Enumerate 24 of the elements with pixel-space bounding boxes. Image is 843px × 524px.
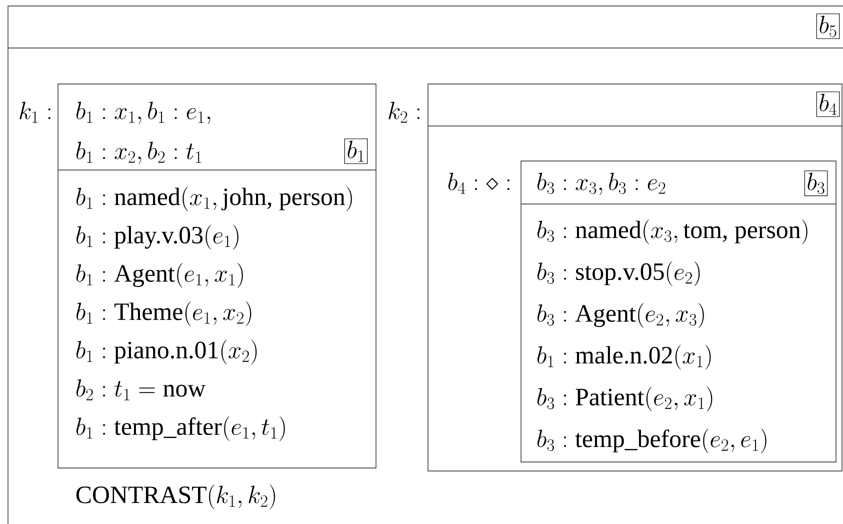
box-tag: $b_4$ <box>816 91 840 118</box>
referent-text: $b_3 : x_3, b_3 : e_2$ <box>537 172 666 195</box>
condition-text: $b_3 : \text{stop.v.05}(e_2)$ <box>537 261 700 286</box>
referent-text: $b_1 : x_2, b_2 : t_1$ <box>76 142 202 164</box>
condition-text: $b_3 : \text{Patient}(e_2, x_1)$ <box>537 386 712 412</box>
condition-text: $b_1 : \text{piano.n.01}(x_2)$ <box>76 340 257 364</box>
condition-text: $b_2 : t_1 = \text{now}$ <box>76 379 206 400</box>
condition-text: $b_1 : \text{Agent}(e_1, x_1)$ <box>76 263 243 288</box>
condition-text: $b_3 : \text{Agent}(e_2, x_3)$ <box>537 303 704 328</box>
box-prefix-label: $b_4 : \diamond :$ <box>448 172 510 194</box>
condition-text: $b_3 : \text{named}(x_3, \text{tom, person})$ <box>537 219 808 244</box>
box-prefix-label: $k_1 :$ <box>20 102 50 123</box>
condition-text: $b_1 : \text{temp\_after}(e_1,t_1)$ <box>76 416 285 441</box>
box-tag: $b_5$ <box>816 13 840 40</box>
condition-text: $b_1 : \text{Theme}(e_1, x_2)$ <box>76 301 252 326</box>
condition-text: $b_1 : \text{play.v.03}(e_1)$ <box>76 224 238 250</box>
referent-text: $b_1 : x_1, b_1 : e_1,$ <box>76 102 210 124</box>
condition-text: $\text{CONTRAST}(k_1, k_2)$ <box>76 484 276 510</box>
box-prefix-label: $k_2 :$ <box>388 102 420 123</box>
box-tag: $b_1$ <box>344 138 368 164</box>
condition-text: $b_1 : \text{named}(x_1, \text{john, person})$ <box>76 186 352 212</box>
box-tag: $b_3$ <box>804 170 828 196</box>
condition-text: $b_3 : \text{temp\_before}(e_2,e_1)$ <box>537 428 766 454</box>
condition-text: $b_1 : \text{male.n.02}(x_1)$ <box>537 344 711 370</box>
